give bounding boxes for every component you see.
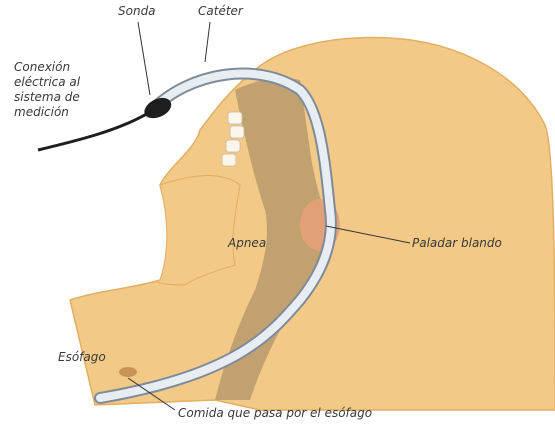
label-apnea: Apnea xyxy=(228,236,266,251)
label-paladar: Paladar blando xyxy=(412,236,502,251)
label-cateter: Catéter xyxy=(198,4,243,19)
label-comida: Comida que pasa por el esófago xyxy=(178,406,372,421)
label-conexion: Conexión eléctrica al sistema de medició… xyxy=(14,60,109,120)
label-esofago: Esófago xyxy=(58,350,106,365)
food-bolus xyxy=(119,367,137,377)
label-sonda: Sonda xyxy=(118,4,156,19)
